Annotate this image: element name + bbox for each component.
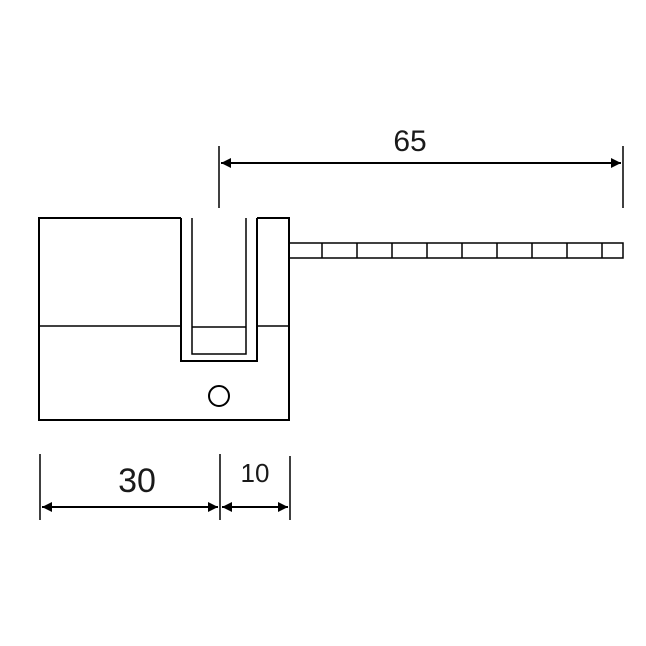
cam-slot-inner: [191, 218, 247, 355]
cam-width-label: 10: [241, 458, 270, 488]
cam-slot-mask: [181, 216, 257, 362]
dimension-cam-width: 10: [222, 456, 291, 520]
cam-slot: [180, 216, 258, 362]
dimension-key-length: 65: [218, 125, 624, 208]
cam-slot-outer: [180, 218, 258, 362]
retaining-screw-hole: [208, 385, 230, 407]
body-length-label: 30: [118, 462, 156, 500]
cylinder-outline: [38, 217, 290, 421]
dimension-body-length: 30: [39, 454, 221, 520]
key-blade: [288, 242, 624, 259]
key-blade-outline: [288, 242, 624, 259]
key-length-label: 65: [393, 125, 426, 158]
